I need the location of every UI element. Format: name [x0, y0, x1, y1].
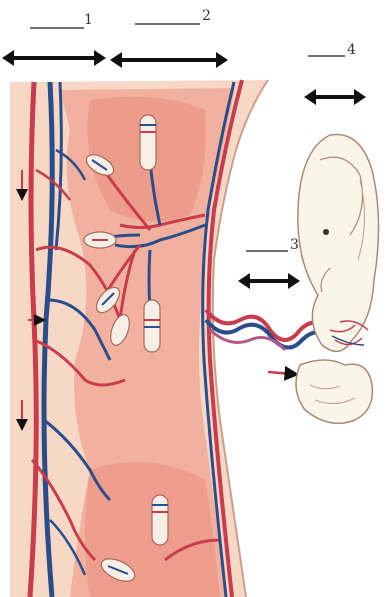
embryo-eye: [323, 229, 329, 235]
double-arrow-4: [304, 89, 366, 105]
cord-flow-arrow: [268, 372, 292, 374]
label-1: 1: [84, 12, 93, 28]
embryo: [296, 134, 379, 423]
villus-7: [152, 495, 168, 545]
double-arrow-2: [110, 52, 228, 68]
label-4: 4: [347, 42, 356, 58]
label-2: 2: [202, 8, 211, 24]
double-arrow-3: [238, 273, 300, 289]
double-arrow-1: [2, 50, 106, 66]
embryo-body: [298, 134, 379, 351]
label-3: 3: [290, 237, 299, 253]
yolk-sac: [296, 360, 372, 423]
